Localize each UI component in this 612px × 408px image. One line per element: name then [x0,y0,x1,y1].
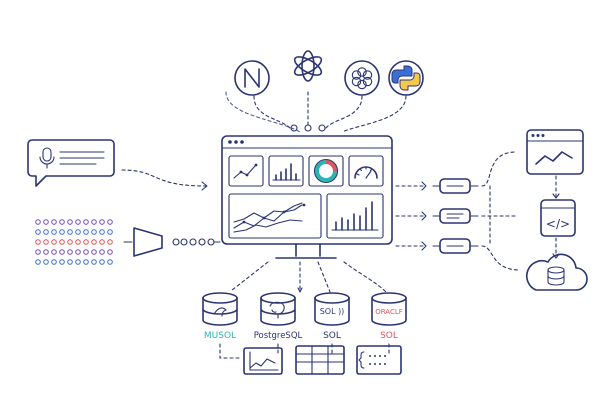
matrix-dot [67,249,73,255]
matrix-dot [83,239,89,245]
database-postgresql: PostgreSQL [254,292,303,341]
matrix-dot [83,219,89,225]
matrix-dot [75,259,81,265]
output-slot-3-icon [432,238,479,254]
matrix-dot [107,219,113,225]
matrix-dot [35,259,41,265]
dashboard-monitor [221,135,393,259]
matrix-dot [91,219,97,225]
line-chart-window-icon [526,129,584,175]
database-label-sql: SOL [323,331,341,341]
voice-message-icon [27,139,115,187]
matrix-dot [51,259,57,265]
notion-n-icon [234,60,270,96]
output-slot-2-icon [432,208,479,224]
matrix-dot [67,239,73,245]
dashboard-trend-chart-tile [228,193,322,239]
sql-bubble-text: SOL )) [320,307,345,316]
bottom-json-panel [356,345,402,375]
database-label-mysql: MUSOL [204,331,236,341]
dashboard-bar-chart-tile [268,155,304,187]
matrix-dot [35,239,41,245]
matrix-dot [83,249,89,255]
matrix-dot [99,259,105,265]
matrix-dot [91,259,97,265]
matrix-dot [51,229,57,235]
matrix-dot [99,249,105,255]
output-slot-1-icon [432,178,479,194]
matrix-dot [99,229,105,235]
funnel-output-connector [172,238,221,246]
matrix-dot [59,229,65,235]
openai-knot-icon [293,50,323,82]
matrix-dot [75,249,81,255]
matrix-dot [99,219,105,225]
matrix-dot [107,249,113,255]
python-icon [388,60,424,96]
matrix-dot [75,219,81,225]
right-connectors [395,181,427,251]
dashboard-gauge-tile [348,155,384,187]
matrix-dot [67,229,73,235]
oracle-cap-text: ORACLF [375,308,403,316]
matrix-dot [59,259,65,265]
matrix-dot [99,239,105,245]
bottom-line-chart-panel [243,347,283,375]
matrix-dot [43,239,49,245]
dolphin-icon [213,307,227,317]
matrix-dot [43,259,49,265]
matrix-dot [67,259,73,265]
database-oracle: ORACLF SOL [371,292,407,341]
matrix-dot [59,239,65,245]
matrix-dot [91,249,97,255]
matrix-dot [107,229,113,235]
dashboard-line-chart-tile [228,155,264,187]
matrix-dot [91,229,97,235]
dashboard-donut-chart-tile [308,155,344,187]
matrix-dot [75,229,81,235]
database-label-postgresql: PostgreSQL [254,331,303,341]
funnel-icon [123,227,163,257]
code-window-icon: </> [540,199,576,237]
bottom-table-panel [295,345,345,375]
matrix-dot [43,249,49,255]
matrix-dot [91,239,97,245]
matrix-dot [51,239,57,245]
database-mysql: MUSOL [202,292,238,341]
cloud-database-icon [526,253,588,291]
matrix-dot [83,259,89,265]
elephant-icon [269,301,285,319]
matrix-dot [35,249,41,255]
matrix-dot [35,229,41,235]
matrix-dot [51,219,57,225]
cluster-flower-icon [344,60,380,96]
matrix-dot [67,219,73,225]
matrix-dot [51,249,57,255]
database-label-oracle: SOL [380,331,398,341]
matrix-dot [43,229,49,235]
data-matrix-icon [35,219,113,265]
matrix-dot [59,249,65,255]
matrix-dot [75,239,81,245]
matrix-dot [107,239,113,245]
dashboard-column-chart-tile [326,193,384,239]
top-connectors [225,91,407,133]
matrix-dot [107,259,113,265]
matrix-dot [59,219,65,225]
code-glyph: </> [546,217,570,231]
database-sql: SOL )) SOL [314,292,350,341]
output-bus-connectors [481,151,560,271]
matrix-dot [35,219,41,225]
database-connectors [231,261,387,293]
matrix-dot [83,229,89,235]
voice-to-monitor-connector [121,169,207,187]
matrix-dot [43,219,49,225]
